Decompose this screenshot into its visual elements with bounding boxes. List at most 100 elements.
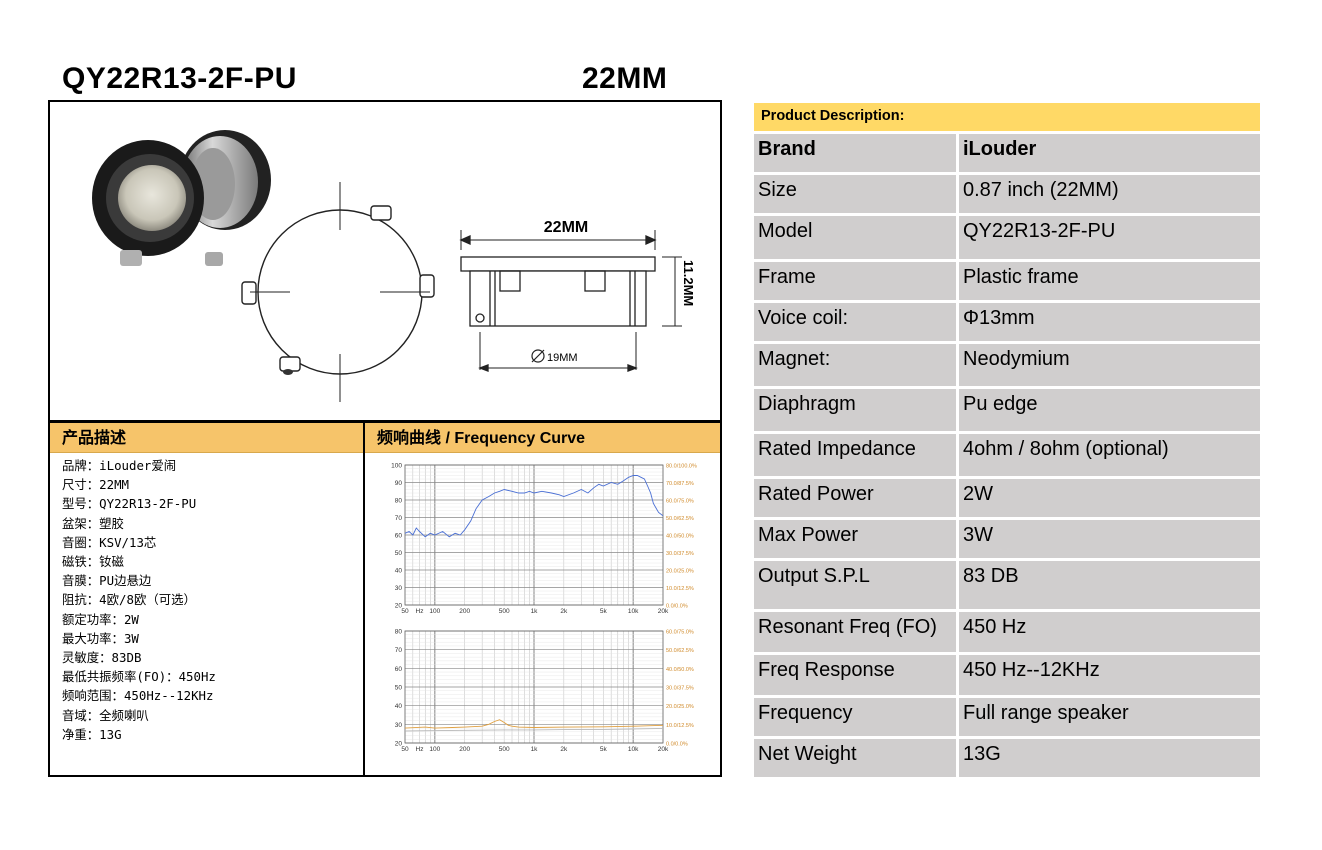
side-view-drawing bbox=[459, 230, 682, 372]
spec-row: Magnet:Neodymium bbox=[754, 344, 1260, 386]
diameter-dimension-label: 19MM bbox=[547, 352, 578, 364]
series-line bbox=[404, 719, 664, 729]
series-line bbox=[404, 475, 664, 538]
model-title: QY22R13-2F-PU bbox=[62, 62, 297, 95]
y2-tick-label: 40.0/50.0% bbox=[666, 667, 694, 673]
y-tick-label: 80 bbox=[395, 629, 403, 636]
spec-key: Voice coil: bbox=[754, 303, 959, 341]
spec-line: 最大功率：3W bbox=[62, 630, 139, 646]
front-view-drawing bbox=[241, 182, 435, 402]
y2-tick-label: 30.0/37.5% bbox=[666, 686, 694, 692]
x-tick-label: 5k bbox=[600, 746, 608, 753]
width-dimension-label: 22MM bbox=[544, 219, 588, 236]
spec-value: Plastic frame bbox=[959, 262, 1260, 300]
x-tick-label: 5k bbox=[600, 608, 608, 615]
spec-value: 13G bbox=[959, 739, 1260, 777]
spec-line: 磁铁：钕磁 bbox=[62, 554, 124, 570]
y-tick-label: 50 bbox=[395, 550, 403, 557]
spec-line: 尺寸：22MM bbox=[62, 477, 130, 493]
frequency-response-chart: 20304050607080901000.0/0.0%10.0/12.5%20.… bbox=[391, 463, 697, 616]
frequency-curve-title: 频响曲线 / Frequency Curve bbox=[365, 423, 720, 453]
spec-value: Full range speaker bbox=[959, 698, 1260, 736]
spec-row: Resonant Freq (FO)450 Hz bbox=[754, 612, 1260, 652]
spec-key: Resonant Freq (FO) bbox=[754, 612, 959, 652]
spec-key: Brand bbox=[754, 134, 959, 172]
y-tick-label: 60 bbox=[395, 533, 403, 540]
x-tick-label: 10k bbox=[628, 746, 639, 753]
product-image-panel: 22MM 11.2MM 19MM bbox=[48, 100, 722, 422]
y2-tick-label: 0.0/0.0% bbox=[666, 742, 688, 748]
size-title: 22MM bbox=[582, 62, 668, 95]
spec-line: 音膜：PU边悬边 bbox=[62, 573, 152, 589]
product-description-title: Product Description: bbox=[754, 103, 1260, 131]
y-tick-label: 90 bbox=[395, 480, 403, 487]
spec-value: 3W bbox=[959, 520, 1260, 558]
y2-tick-label: 10.0/12.5% bbox=[666, 723, 694, 729]
spec-value: Pu edge bbox=[959, 389, 1260, 431]
spec-value: 450 Hz--12KHz bbox=[959, 655, 1260, 695]
chinese-description-title: 产品描述 bbox=[50, 423, 363, 453]
spec-line: 型号：QY22R13-2F-PU bbox=[62, 496, 197, 512]
y-tick-label: 80 bbox=[395, 498, 403, 505]
y-tick-label: 30 bbox=[395, 585, 403, 592]
frequency-curve-panel: 频响曲线 / Frequency Curve 20 30 40 50 60 70 80 90 1… bbox=[363, 421, 722, 777]
spec-key: Output S.P.L bbox=[754, 561, 959, 609]
spec-value: 0.87 inch (22MM) bbox=[959, 175, 1260, 213]
y2-tick-label: 30.0/37.5% bbox=[666, 551, 694, 557]
distortion-chart: 203040506070800.0/0.0%10.0/12.5%20.0/25.… bbox=[395, 629, 694, 754]
spec-key: Freq Response bbox=[754, 655, 959, 695]
spec-key: Magnet: bbox=[754, 344, 959, 386]
y2-tick-label: 60.0/75.0% bbox=[666, 499, 694, 505]
x-tick-label: Hz bbox=[416, 746, 424, 753]
spec-key: Model bbox=[754, 216, 959, 259]
y-tick-label: 40 bbox=[395, 568, 403, 575]
spec-line: 额定功率：2W bbox=[62, 611, 139, 627]
y2-tick-label: 0.0/0.0% bbox=[666, 604, 688, 610]
spec-key: Rated Power bbox=[754, 479, 959, 517]
x-tick-label: 1k bbox=[531, 746, 539, 753]
x-tick-label: 100 bbox=[429, 746, 440, 753]
spec-key: Net Weight bbox=[754, 739, 959, 777]
spec-line: 最低共振频率(FO)：450Hz bbox=[62, 669, 216, 685]
spec-line: 音圈：KSV/13芯 bbox=[62, 534, 157, 550]
series-line bbox=[404, 727, 664, 732]
spec-row: Voice coil:Φ13mm bbox=[754, 303, 1260, 341]
spec-value: 2W bbox=[959, 479, 1260, 517]
x-tick-label: 100 bbox=[429, 608, 440, 615]
x-tick-label: Hz bbox=[416, 608, 424, 615]
y2-tick-label: 60.0/75.0% bbox=[666, 630, 694, 636]
spec-key: Rated Impedance bbox=[754, 434, 959, 476]
y-tick-label: 60 bbox=[395, 666, 403, 673]
x-tick-label: 200 bbox=[459, 746, 470, 753]
spec-value: 83 DB bbox=[959, 561, 1260, 609]
spec-key: Size bbox=[754, 175, 959, 213]
speaker-photo bbox=[92, 130, 271, 266]
y-tick-label: 20 bbox=[395, 741, 403, 748]
spec-key: Frame bbox=[754, 262, 959, 300]
y2-tick-label: 50.0/62.5% bbox=[666, 648, 694, 654]
x-tick-label: 200 bbox=[459, 608, 470, 615]
y-tick-label: 30 bbox=[395, 722, 403, 729]
spec-line: 频响范围：450Hz--12KHz bbox=[62, 688, 214, 704]
spec-line: 净重：13G bbox=[62, 726, 122, 742]
y2-tick-label: 20.0/25.0% bbox=[666, 704, 694, 710]
spec-line: 阻抗：4欧/8欧（可选） bbox=[62, 592, 196, 608]
speaker-drawing: 22MM 11.2MM 19MM bbox=[92, 130, 696, 402]
spec-value: 450 Hz bbox=[959, 612, 1260, 652]
plot-frame bbox=[404, 464, 664, 606]
y-tick-label: 50 bbox=[395, 685, 403, 692]
spec-line: 盆架：塑胶 bbox=[62, 515, 124, 531]
y-tick-label: 70 bbox=[395, 647, 403, 654]
